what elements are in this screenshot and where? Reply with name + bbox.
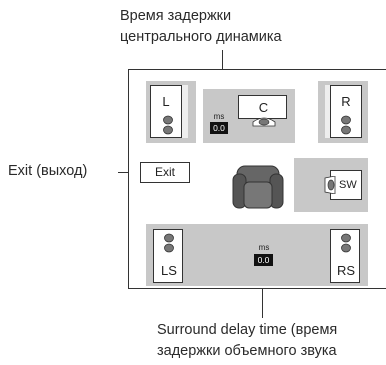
front-right-label: R	[341, 94, 351, 109]
surround-right-speaker: RS	[330, 229, 360, 283]
exit-callout: Exit (выход)	[8, 163, 88, 179]
center-tweeter-icon	[252, 117, 276, 127]
front-right-woofer-icon	[341, 115, 351, 135]
surround-right-woofer-icon	[341, 233, 351, 253]
center-delay-value[interactable]: 0.0	[210, 122, 228, 134]
surround-right-label: RS	[336, 263, 356, 278]
center-delay-callout-line1: Время задержки	[120, 8, 232, 24]
front-left-label: L	[162, 94, 170, 109]
surround-left-speaker: LS	[153, 229, 183, 283]
front-left-side-face	[181, 85, 188, 138]
front-left-woofer-icon	[163, 115, 173, 135]
surround-delay-unit: ms	[258, 243, 270, 252]
center-delay-callout-line2: центрального динамика	[120, 29, 282, 45]
center-delay-callout: Время задержки центрального динамика	[120, 6, 282, 48]
surround-left-label: LS	[161, 263, 177, 278]
center-label: C	[258, 100, 269, 115]
exit-button[interactable]: Exit	[140, 162, 190, 183]
center-speaker: C	[238, 95, 287, 119]
front-right-speaker: R	[325, 85, 362, 138]
surround-delay-leader-line	[262, 266, 263, 318]
subwoofer-label: SW	[339, 179, 357, 191]
surround-delay-value[interactable]: 0.0	[254, 254, 273, 266]
listener-seat-icon	[232, 165, 284, 209]
surround-delay-callout-line2: задержки объемного звука	[157, 343, 337, 359]
surround-left-woofer-icon	[164, 233, 174, 253]
surround-delay-callout-line1: Surround delay time (время	[157, 322, 338, 338]
surround-delay-callout: Surround delay time (время задержки объе…	[157, 320, 337, 362]
front-left-speaker: L	[150, 85, 188, 138]
subwoofer-driver-icon	[324, 176, 336, 194]
center-delay-unit: ms	[213, 112, 225, 121]
front-right-side-face	[325, 85, 331, 138]
